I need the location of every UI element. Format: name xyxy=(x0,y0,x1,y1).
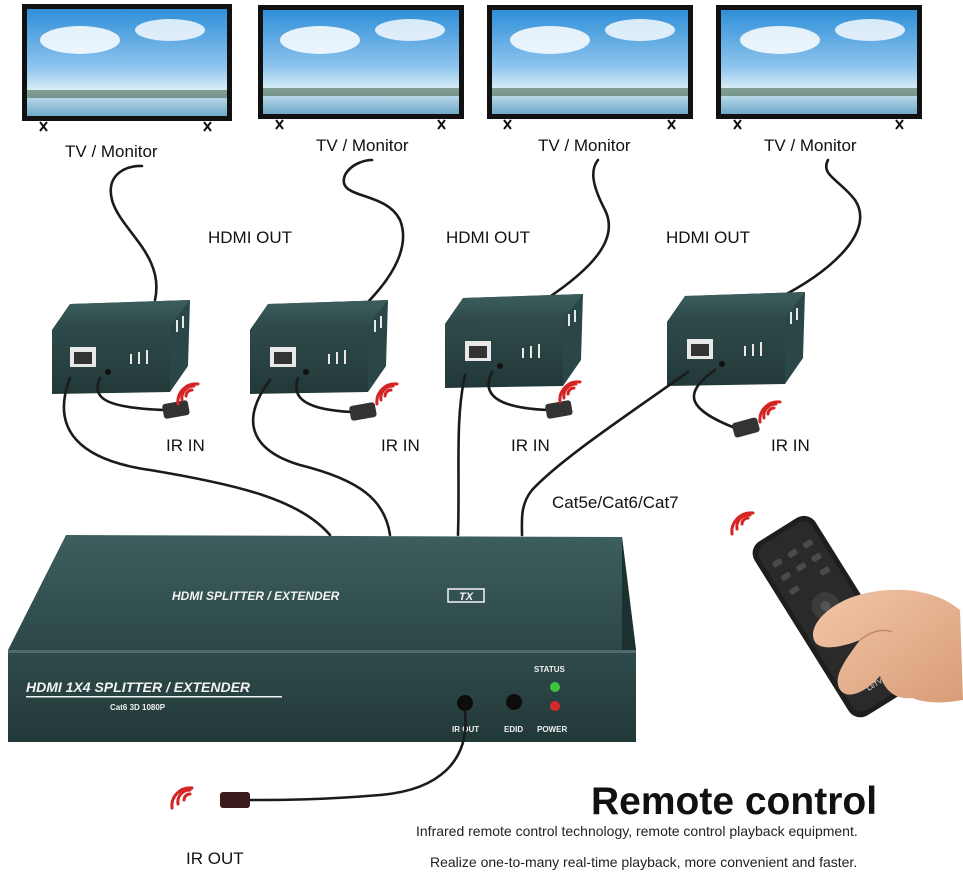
monitor-2 xyxy=(258,5,464,130)
ir-in-cable-4 xyxy=(692,368,737,430)
cable-type-label: Cat5e/Cat6/Cat7 xyxy=(552,493,679,512)
ir-in-label-2: IR IN xyxy=(381,436,420,455)
cat-cable-3 xyxy=(456,373,467,537)
monitor-4 xyxy=(716,5,922,130)
monitor-3 xyxy=(487,5,693,130)
transmitter-front-subtitle: Cat6 3D 1080P xyxy=(110,703,166,712)
ir-in-jack xyxy=(719,361,725,367)
ir-in-cable-2 xyxy=(295,376,354,414)
receiver-unit-1 xyxy=(52,300,190,394)
receiver-unit-3 xyxy=(445,294,583,388)
hdmi-out-label-3: HDMI OUT xyxy=(666,228,750,247)
hdmi-cable-3 xyxy=(543,158,611,302)
description-line-2: Realize one-to-many real-time playback, … xyxy=(430,854,857,870)
hand xyxy=(813,589,963,703)
status-led xyxy=(550,682,560,692)
ir-in-jack xyxy=(497,363,503,369)
ir-in-cable-3 xyxy=(487,370,550,412)
transmitter-front-title: HDMI 1X4 SPLITTER / EXTENDER xyxy=(26,679,251,695)
monitor-label-1: TV / Monitor xyxy=(65,142,158,161)
ir-in-sensor-1 xyxy=(162,400,190,419)
power-label: POWER xyxy=(537,725,567,734)
edid-button xyxy=(506,694,522,710)
cat-cable-2 xyxy=(252,378,392,537)
remote-control-title: Remote control xyxy=(591,780,877,823)
power-led xyxy=(550,701,560,711)
ir-signal-icon-1 xyxy=(176,382,200,406)
ir-signal-icon-3 xyxy=(558,380,582,404)
status-label: STATUS xyxy=(534,665,565,674)
transmitter-unit: HDMI SPLITTER / EXTENDER TX HDMI 1X4 SPL… xyxy=(8,535,636,742)
ir-in-sensor-3 xyxy=(545,400,573,419)
ir-in-jack xyxy=(105,369,111,375)
hdmi-cable-2 xyxy=(342,158,405,307)
monitor-label-2: TV / Monitor xyxy=(316,136,409,155)
ir-out-port xyxy=(457,695,473,711)
ir-in-sensor-2 xyxy=(349,402,377,421)
remote-signal-icon xyxy=(730,511,755,536)
transmitter-top-label: HDMI SPLITTER / EXTENDER xyxy=(172,589,340,603)
ir-signal-icon-2 xyxy=(375,382,399,406)
hdmi-cable-1 xyxy=(109,164,158,302)
ir-in-jack xyxy=(303,369,309,375)
ir-out-emitter xyxy=(220,792,250,808)
hdmi-out-label-2: HDMI OUT xyxy=(446,228,530,247)
monitor-label-4: TV / Monitor xyxy=(764,136,857,155)
receiver-unit-4 xyxy=(667,292,805,386)
monitor-1 xyxy=(22,4,232,132)
receiver-unit-2 xyxy=(250,300,388,394)
ir-out-cable xyxy=(246,710,467,802)
ir-out-label: IR OUT xyxy=(186,849,244,868)
edid-label: EDID xyxy=(504,725,523,734)
ir-in-cable-1 xyxy=(96,376,167,412)
ir-in-label-1: IR IN xyxy=(166,436,205,455)
ir-signal-icon-4 xyxy=(758,400,782,424)
ir-out-signal-icon xyxy=(170,786,194,810)
ir-in-sensor-4 xyxy=(732,417,760,438)
hdmi-cable-4 xyxy=(773,158,862,302)
transmitter-top xyxy=(8,535,636,650)
ir-in-label-4: IR IN xyxy=(771,436,810,455)
tx-badge-frame xyxy=(447,588,485,603)
tx-badge: TX xyxy=(459,591,474,603)
description-line-1: Infrared remote control technology, remo… xyxy=(416,823,858,839)
cat-cable-1 xyxy=(62,376,332,537)
monitor-label-3: TV / Monitor xyxy=(538,136,631,155)
hdmi-out-label-1: HDMI OUT xyxy=(208,228,292,247)
ir-in-label-3: IR IN xyxy=(511,436,550,455)
cat-cable-4 xyxy=(520,370,690,537)
